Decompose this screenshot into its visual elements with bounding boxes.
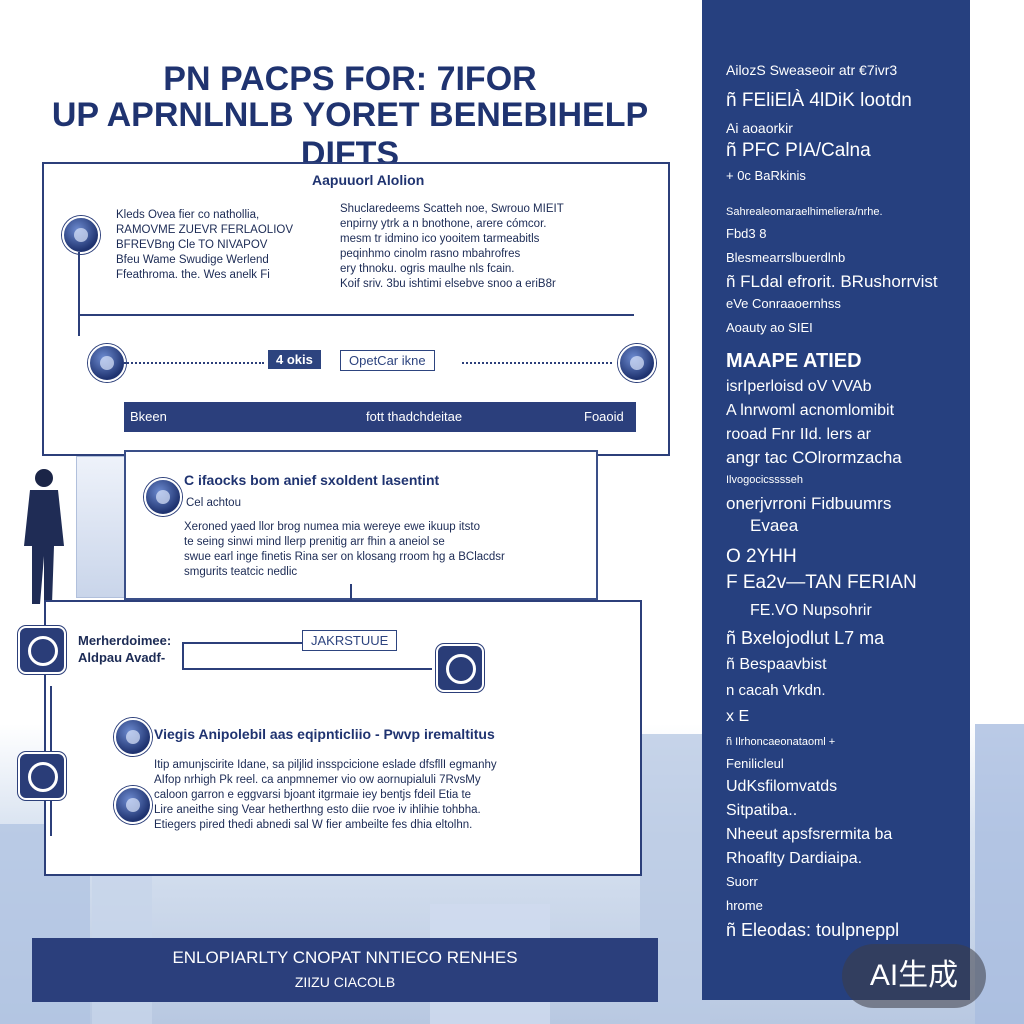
main-title-line1: PN PACPS FOR: 7IFOR xyxy=(163,60,537,98)
down-arrow-line xyxy=(350,584,352,608)
sidebar-item: F Ea2v—TAN FERIAN xyxy=(726,572,917,593)
ai-generated-badge: AI生成 xyxy=(842,944,986,1008)
sidebar-item: + 0c BaRkinis xyxy=(726,168,806,183)
sidebar-item: hrome xyxy=(726,898,763,913)
sidebar-item: ñ Eleodas: toulpneppl xyxy=(726,920,900,940)
sidebar-item: UdKsfilomvatds xyxy=(726,778,838,795)
sidebar-item: Blesmearrslbuerdlnb xyxy=(726,250,846,265)
footer-line2: ZIIZU CIACOLB xyxy=(294,974,396,990)
sidebar-item: Evaea xyxy=(750,516,799,535)
sidebar-item: onerjvrroni Fidbuumrs xyxy=(726,494,892,513)
sidebar-item: ñ FLdal efrorit. BRushorrvist xyxy=(726,272,938,291)
analysis-node-icon xyxy=(114,718,152,756)
student-node-icon xyxy=(144,478,182,516)
sidebar-item: FE.VO Nupsohrir xyxy=(750,602,872,619)
bar-mid-label: fott thadchdeitae xyxy=(366,409,463,424)
panel3-text: Itip amunjscirite Idane, sa piljlid inss… xyxy=(154,759,497,831)
sidebar-item: Ai aoaorkir xyxy=(726,120,793,136)
info-sidebar: AilozS Sweaseoir atr €7ivr3 ñ FEliElÀ 4l… xyxy=(702,0,970,1000)
panel1-footer-bar: Bkeen fott thadchdeitae Foaoid xyxy=(124,402,636,432)
sidebar-item: n cacah Vrkdn. xyxy=(726,682,826,699)
sidebar-item: ñ Ilrhoncaeonataoml + xyxy=(726,736,836,748)
clock-device-icon xyxy=(436,644,484,692)
process-node-icon xyxy=(62,216,100,254)
sidebar-item: Fenilicleul xyxy=(726,756,784,771)
footer-banner: ENLOPIARLTY CNOPAT NNTIECO RENHES ZIIZU … xyxy=(32,938,658,1002)
student-panel xyxy=(124,450,598,600)
sidebar-item: Ilvogocicsssseh xyxy=(726,474,804,486)
sidebar-item: ñ Bxelojodlut L7 ma xyxy=(726,628,885,648)
sidebar-item: Suorr xyxy=(726,874,758,889)
sidebar-item: Sitpatiba.. xyxy=(726,802,798,819)
tag-jakrstuue: JAKRSTUUE xyxy=(302,630,398,651)
sidebar-item: ñ Bespaavbist xyxy=(726,656,827,673)
panel2-text: Xeroned yaed llor brog numea mia wereye … xyxy=(184,521,505,578)
sidebar-item: MAAPE ATIED xyxy=(726,350,862,372)
connector-line xyxy=(78,252,80,336)
panel2-subhead: Cel achtou xyxy=(186,497,241,509)
sidebar-item: x E xyxy=(726,708,750,725)
sidebar-item: A lnrwoml acnomlomibit xyxy=(726,402,895,419)
footer-line1: ENLOPIARLTY CNOPAT NNTIECO RENHES xyxy=(172,948,518,967)
start-node-icon xyxy=(88,344,126,382)
panel1-right-text: Shuclaredeems Scatteh noe, Swrouo MIEIT … xyxy=(340,203,564,290)
sidebar-item: AilozS Sweaseoir atr €7ivr3 xyxy=(726,62,898,78)
sidebar-item: Sahrealeomaraelhimeliera/nrhe. xyxy=(726,206,883,218)
analysis-node-icon xyxy=(114,786,152,824)
tag-opetcar: OpetCar ikne xyxy=(340,350,435,371)
businessman-figure xyxy=(24,469,64,604)
sidebar-item: Nheeut apsfsrermita ba xyxy=(726,826,893,843)
sidebar-item: O 2YHH xyxy=(726,546,797,567)
document-stack xyxy=(76,456,126,598)
monitor-device-icon xyxy=(18,752,66,800)
connector-line xyxy=(182,642,302,644)
dotted-connector xyxy=(462,362,612,364)
sidebar-item: Aoauty ao SIEI xyxy=(726,320,813,335)
sidebar-item: ñ FEliElÀ 4lDiK lootdn xyxy=(726,90,912,111)
sidebar-item: angr tac COlrormzacha xyxy=(726,448,902,467)
bar-right-label: Foaoid xyxy=(584,409,624,424)
panel3-heading: Viegis Anipolebil aas eqipnticliio - Pwv… xyxy=(154,726,495,742)
panel2-heading: C ifaocks bom anief sxoldent lasentint xyxy=(184,472,440,488)
panel1-left-text: Kleds Ovea fier co nathollia, RAMOVME ZU… xyxy=(116,209,294,281)
sidebar-item: isrIperloisd oV VVAb xyxy=(726,378,872,395)
tag-okis: 4 okis xyxy=(268,350,321,369)
end-node-icon xyxy=(618,344,656,382)
flow-arrow-line xyxy=(78,314,634,316)
panel3-left-label: Merherdoimee: Aldpau Avadf- xyxy=(78,633,172,665)
sidebar-item: eVe Conraaoernhss xyxy=(726,296,841,311)
bar-left-label: Bkeen xyxy=(130,409,167,424)
sidebar-item: Rhoaflty Dardiaipa. xyxy=(726,850,863,867)
connector-line xyxy=(182,642,184,668)
connector-line xyxy=(182,668,432,670)
sidebar-item: rooad Fnr IId. lers ar xyxy=(726,426,871,443)
sidebar-item: Fbd3 8 xyxy=(726,226,767,241)
sidebar-item: ñ PFC PIA/Calna xyxy=(726,140,871,161)
panel1-heading: Aapuuorl Alolion xyxy=(312,172,425,188)
meter-device-icon xyxy=(18,626,66,674)
dotted-connector xyxy=(124,362,264,364)
